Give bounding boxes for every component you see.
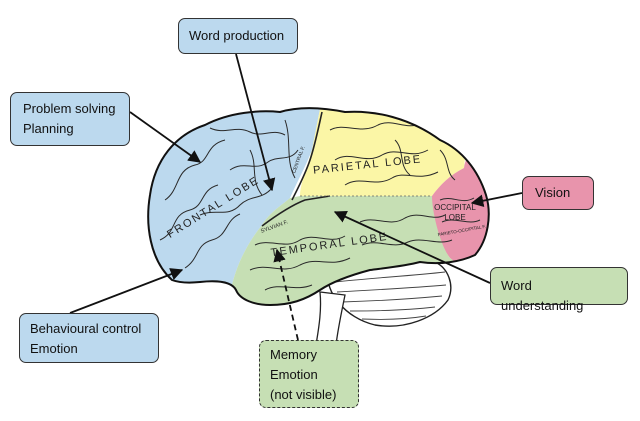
sylvian-fissure	[261, 195, 331, 227]
brain-outline	[147, 107, 490, 307]
problem-solving-text: Problem solving	[23, 101, 116, 116]
planning-text: Planning	[23, 121, 74, 136]
behavioural-control-text: Behavioural control	[30, 321, 142, 336]
behavioural-control-callout: Behavioural control Emotion	[19, 313, 159, 363]
arrow-word-understanding	[333, 210, 491, 284]
vision-text: Vision	[535, 185, 571, 200]
word-production-text: Word production	[189, 28, 285, 43]
arrow-vision	[470, 192, 523, 207]
vision-callout: Vision	[522, 176, 594, 210]
arrow-behavioural	[69, 268, 184, 314]
memory-emotion-text: Emotion	[270, 367, 318, 382]
word-production-callout: Word production	[178, 18, 298, 54]
frontal-lobe	[148, 108, 322, 305]
arrow-memory	[273, 248, 299, 341]
problem-solving-callout: Problem solving Planning	[10, 92, 130, 146]
occipital-lobe-label-line1: OCCIPITAL	[434, 203, 476, 212]
not-visible-text: (not visible)	[270, 387, 337, 402]
behavioural-emotion-text: Emotion	[30, 341, 78, 356]
memory-text: Memory	[270, 347, 317, 362]
occipital-lobe-label-line2: LOBE	[444, 213, 465, 222]
memory-callout: Memory Emotion (not visible)	[259, 340, 359, 408]
cerebellum	[327, 257, 452, 327]
gyri-lines	[159, 119, 481, 291]
central-fissure	[291, 111, 323, 201]
arrow-word-production	[235, 53, 276, 192]
arrow-problem-solving	[129, 111, 202, 163]
brain-stem	[315, 291, 346, 346]
word-understanding-text: Word understanding	[501, 278, 584, 313]
word-understanding-callout: Word understanding	[490, 267, 628, 313]
